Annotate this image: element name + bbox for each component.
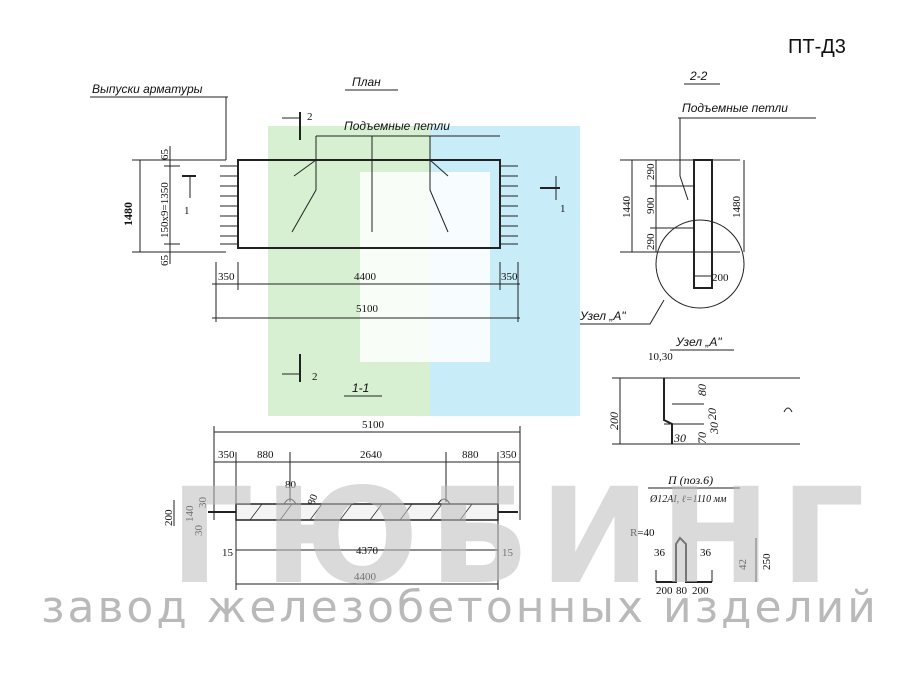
s11-dim-center: 2640 xyxy=(360,449,383,461)
loop-detail-title: П (поз.6) xyxy=(667,473,713,487)
plan-dim-center: 4400 xyxy=(354,271,377,283)
cut-mark-1-left: 1 xyxy=(182,175,196,217)
node-a-dim-80: 80 xyxy=(695,384,709,396)
node-a-dim-height: 200 xyxy=(607,412,621,430)
s22-dim-right-total: 1480 xyxy=(731,196,743,219)
svg-text:1: 1 xyxy=(184,205,190,217)
s22-dim-thickness: 200 xyxy=(712,272,729,284)
s11-dim-inner-len: 4370 xyxy=(356,545,379,557)
plan-title: План xyxy=(352,75,381,89)
svg-text:2: 2 xyxy=(307,111,313,123)
s11-dim-bot: 30 xyxy=(193,525,205,537)
rebar-outlets-label: Выпуски арматуры xyxy=(92,82,203,96)
node-a-dim-30a: 30 xyxy=(673,431,686,445)
plan-loop-leaders xyxy=(291,136,449,233)
cut-mark-2-bottom: 1 2 xyxy=(282,354,318,383)
node-a-dim-30b: 30 xyxy=(707,422,721,435)
s11-dim-left: 880 xyxy=(257,449,274,461)
loop-dim-base-c: 80 xyxy=(676,585,688,597)
section-2-2-loops-label: Подъемные петли xyxy=(682,101,788,115)
node-a-dim-70: 70 xyxy=(695,432,709,444)
cut-mark-2-top: 2 xyxy=(282,111,313,140)
loop-dim-hook: 42 xyxy=(737,559,749,570)
loop-dim-base-r: 200 xyxy=(692,585,709,597)
s11-dim-height: 200 xyxy=(163,509,175,526)
plan-dim-top: 65 xyxy=(159,149,171,161)
drawing-code: ПТ-Д3 xyxy=(788,36,846,58)
plan-dim-total: 5100 xyxy=(356,303,379,315)
loop-dim-right-leg: 36 xyxy=(700,547,712,559)
s11-dim-top: 30 xyxy=(197,497,209,509)
loop-detail-spec: Ø12АI, ℓ=1110 мм xyxy=(649,494,727,505)
s11-dim-inner: 140 xyxy=(184,505,196,522)
node-a-break-mark xyxy=(783,407,793,413)
s22-dim-left-total: 1440 xyxy=(621,196,633,219)
left-rebar-outlets xyxy=(220,165,238,245)
node-a-dim-top: 10,30 xyxy=(648,351,673,363)
node-a-dim-20: 20 xyxy=(705,408,719,420)
watermark-brand: ГЮБИНГ xyxy=(170,460,875,614)
node-a-callout: Узел „А" xyxy=(579,309,626,323)
plan-dim-left: 350 xyxy=(218,271,235,283)
s22-dim-middle: 900 xyxy=(645,197,657,214)
s11-dim-total: 5100 xyxy=(362,419,385,431)
logo-white-cut xyxy=(360,172,490,362)
watermark-subtitle: завод железобетонных изделий xyxy=(41,582,879,633)
s11-loop-left xyxy=(283,498,297,505)
loop-shape xyxy=(656,536,712,583)
loop-dim-height: 250 xyxy=(761,553,773,570)
s11-dim-overall: 4400 xyxy=(354,571,377,583)
s11-dim-right-out: 350 xyxy=(500,449,517,461)
node-a-circle xyxy=(655,219,745,309)
section-2-2-slab xyxy=(693,159,713,289)
s11-loop-right xyxy=(437,498,451,505)
s11-dim-left-out: 350 xyxy=(218,449,235,461)
s11-dim-edge-right: 15 xyxy=(502,547,514,559)
svg-text:1: 1 xyxy=(560,203,566,215)
s11-dim-right: 880 xyxy=(462,449,479,461)
plan-dim-middle: 150x9=1350 xyxy=(159,182,171,238)
s22-dim-top: 290 xyxy=(645,163,657,180)
node-a-title: Узел „А" xyxy=(675,335,722,349)
s22-dim-bottom: 290 xyxy=(645,233,657,250)
plan-dim-right: 350 xyxy=(501,271,518,283)
loop-dim-left-leg: 36 xyxy=(654,547,666,559)
plan-dim-height: 1480 xyxy=(121,202,135,226)
plan-dim-bottom: 65 xyxy=(159,255,171,267)
loop-dim-radius: R=40 xyxy=(630,527,655,539)
right-rebar-outlets xyxy=(500,165,518,245)
section-1-1-title: 1-1 xyxy=(352,381,369,395)
s11-hatching xyxy=(249,503,473,521)
loop-dim-base-l: 200 xyxy=(656,585,673,597)
cut-mark-1-right: 1 xyxy=(540,176,566,215)
s11-dim-loop-a: 80 xyxy=(285,479,297,491)
plan-loops-label: Подъемные петли xyxy=(344,119,450,133)
plan-slab-outline xyxy=(237,159,501,249)
s11-dim-edge-left: 15 xyxy=(222,547,234,559)
section-2-2-title: 2-2 xyxy=(689,69,708,83)
svg-text:2: 2 xyxy=(312,371,318,383)
